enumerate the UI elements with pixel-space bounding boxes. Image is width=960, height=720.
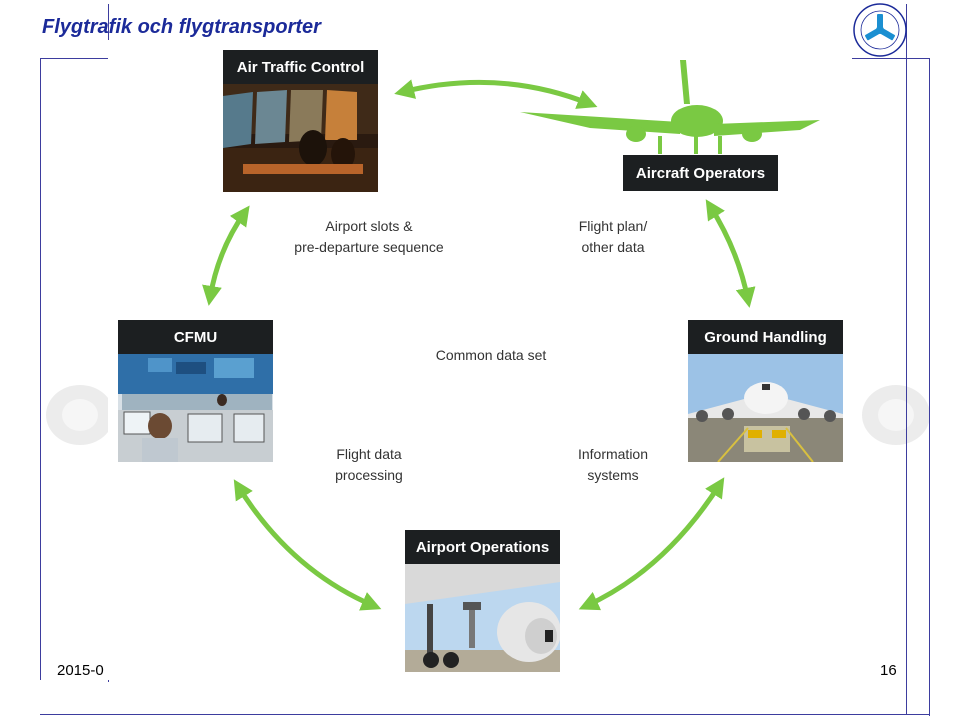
node-airport-operations: Airport Operations <box>405 530 560 672</box>
node-aircraft-operators: Aircraft Operators <box>623 155 778 191</box>
slide-title: Flygtrafik och flygtransporter <box>42 16 321 38</box>
page-number: 16 <box>880 662 897 679</box>
university-logo <box>853 3 907 57</box>
frame-top-right <box>852 58 930 59</box>
aircraft-icon <box>520 60 820 154</box>
label-line: systems <box>587 467 639 483</box>
arrow-atc-aircraft <box>394 79 598 109</box>
jet-engine-icon <box>862 385 930 445</box>
frame-top-left <box>40 58 110 59</box>
frame-left <box>40 58 41 680</box>
label-line: processing <box>335 467 403 483</box>
label-information-systems: Information systems <box>563 444 663 486</box>
label-line: pre-departure sequence <box>294 239 444 255</box>
arrow-ground-airport <box>578 477 725 611</box>
label-line: Flight data <box>336 446 402 462</box>
label-flight-data-processing: Flight data processing <box>318 444 420 486</box>
arrow-atc-cfmu <box>202 205 250 306</box>
label-line: Airport slots & <box>325 218 413 234</box>
node-title: Airport Operations <box>405 530 560 564</box>
footer-date: 2015-0 <box>57 662 104 679</box>
node-cfmu: CFMU <box>118 320 273 462</box>
control-tower-photo <box>223 84 378 192</box>
label-line: other data <box>581 239 645 255</box>
arrow-aircraft-ground <box>705 199 756 308</box>
node-ground-handling: Ground Handling <box>688 320 843 462</box>
label-line: Information <box>577 446 649 462</box>
node-air-traffic-control: Air Traffic Control <box>223 50 378 192</box>
jet-engine-icon <box>46 385 114 445</box>
airport-apron-photo <box>405 564 560 672</box>
frame-inner-right <box>906 4 907 714</box>
node-title: Ground Handling <box>688 320 843 354</box>
frame-right <box>929 58 930 716</box>
node-title: Air Traffic Control <box>223 50 378 84</box>
node-title: Aircraft Operators <box>623 155 778 191</box>
operations-room-photo <box>118 354 273 462</box>
arrow-cfmu-airport <box>233 479 382 611</box>
aircraft-pushback-photo <box>688 354 843 462</box>
label-flight-plan: Flight plan/ other data <box>563 216 663 258</box>
frame-bottom <box>40 714 930 715</box>
label-common-data-set: Common data set <box>435 347 547 363</box>
node-title: CFMU <box>118 320 273 354</box>
label-line: Flight plan/ <box>578 218 648 234</box>
label-airport-slots: Airport slots & pre-departure sequence <box>286 216 452 258</box>
